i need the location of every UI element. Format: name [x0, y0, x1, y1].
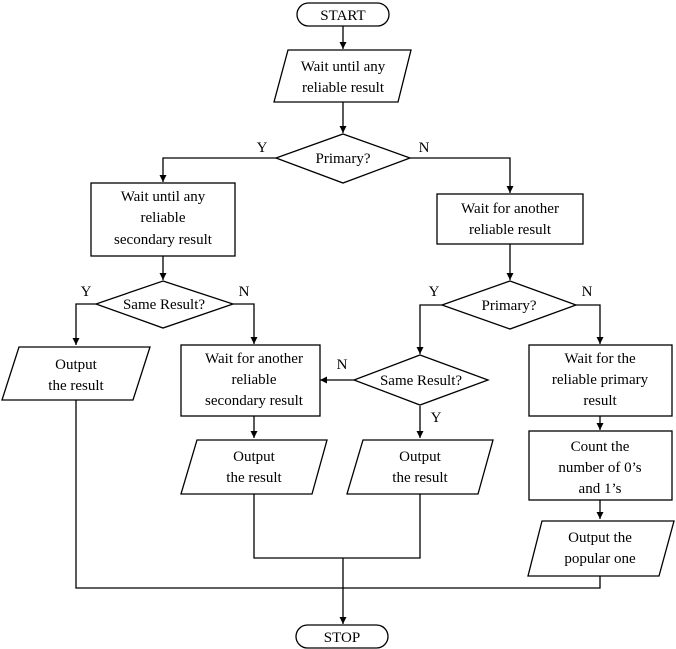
wait-secondary-line-3: secondary result — [114, 232, 213, 248]
count-line-1: Count the — [571, 439, 630, 455]
output-mid-right-line-1: Output — [399, 449, 442, 465]
wait-another-node: Wait for another reliable result — [436, 193, 584, 245]
same-result-1-yes-label: Y — [81, 284, 92, 300]
output-mid-left-node: Output the result — [180, 439, 328, 495]
line-mid-outputs-merge — [253, 494, 421, 559]
arrow-primary2-yes — [416, 304, 442, 354]
wait-another-secondary-line-1: Wait for another — [205, 351, 303, 367]
count-node: Count the number of 0’s and 1’s — [528, 430, 673, 501]
wait-secondary-line-1: Wait until any — [121, 189, 206, 205]
count-line-3: and 1’s — [579, 481, 622, 497]
output-popular-node: Output the popular one — [527, 520, 675, 577]
primary-2-no-label: N — [582, 284, 593, 300]
wait-any-result-node: Wait until any reliable result — [273, 49, 412, 103]
wait-another-line-2: reliable result — [469, 222, 552, 238]
wait-any-line-2: reliable result — [302, 80, 385, 96]
output-mid-right-line-2: the result — [392, 470, 448, 486]
line-left-output-merge — [75, 400, 601, 589]
stop-label: STOP — [324, 630, 360, 646]
same-result-decision-1: Same Result? — [94, 280, 236, 329]
primary-2-yes-label: Y — [429, 284, 440, 300]
primary-decision-2: Primary? — [440, 280, 578, 330]
primary-decision-1: Primary? — [274, 133, 412, 184]
arrow-primary-no — [410, 157, 514, 193]
arrow-same1-yes — [72, 303, 96, 345]
wait-any-line-1: Wait until any — [301, 59, 386, 75]
output-mid-left-line-2: the result — [226, 470, 282, 486]
wait-another-secondary-line-2: reliable — [232, 372, 277, 388]
primary-decision-1-label: Primary? — [316, 151, 371, 167]
start-terminal: START — [296, 2, 390, 27]
wait-primary-node: Wait for the reliable primary result — [528, 344, 673, 417]
output-left-line-1: Output — [55, 357, 98, 373]
same-result-1-no-label: N — [239, 284, 250, 300]
same-result-decision-2-label: Same Result? — [380, 373, 462, 389]
output-mid-left-line-1: Output — [233, 449, 276, 465]
output-left-line-2: the result — [48, 378, 104, 394]
same-result-decision-2: Same Result? — [352, 354, 490, 406]
same-result-decision-1-label: Same Result? — [123, 297, 205, 313]
arrow-primary-yes — [159, 157, 276, 182]
count-line-2: number of 0’s — [558, 460, 641, 476]
stop-terminal: STOP — [295, 624, 389, 649]
output-popular-line-1: Output the — [568, 530, 632, 546]
same-result-2-no-label: N — [337, 357, 348, 373]
wait-another-line-1: Wait for another — [461, 201, 559, 217]
connectors — [72, 26, 604, 624]
output-popular-line-2: popular one — [564, 551, 636, 567]
start-label: START — [320, 8, 365, 24]
wait-another-secondary-node: Wait for another reliable secondary resu… — [180, 344, 321, 417]
primary-1-no-label: N — [419, 140, 430, 156]
wait-primary-line-2: reliable primary — [552, 372, 649, 388]
wait-secondary-line-2: reliable — [141, 210, 186, 226]
wait-primary-line-3: result — [583, 393, 617, 409]
wait-another-secondary-line-3: secondary result — [205, 393, 304, 409]
primary-decision-2-label: Primary? — [482, 298, 537, 314]
arrow-same1-no — [233, 303, 258, 344]
output-left-node: Output the result — [1, 346, 151, 401]
arrow-primary2-no — [576, 304, 604, 344]
output-mid-right-node: Output the result — [346, 439, 494, 495]
same-result-2-yes-label: Y — [431, 410, 442, 426]
wait-secondary-node: Wait until any reliable secondary result — [90, 182, 236, 257]
primary-1-yes-label: Y — [257, 140, 268, 156]
wait-primary-line-1: Wait for the — [564, 351, 636, 367]
